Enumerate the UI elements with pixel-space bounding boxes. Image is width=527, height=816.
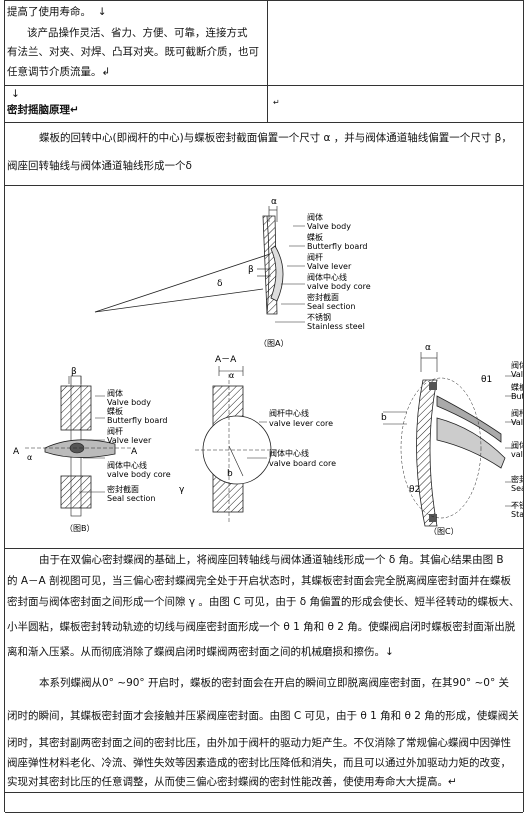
para2-line-1: 由于在双偏心密封蝶阀的基础上，将阀座回转轴线与阀体通道轴线形成一个 δ 角。其偏… bbox=[39, 554, 504, 566]
fig-a-core-en: valve body core bbox=[307, 282, 371, 291]
figure-b bbox=[25, 375, 133, 517]
fig-c-butterfly-cn: 蝶板 bbox=[511, 382, 523, 392]
intro-line-4: 任意调节介质流量。↲ bbox=[7, 66, 111, 78]
fig-c-butterfly-en: Butte bbox=[511, 392, 523, 401]
fig-a-lever-en: Valve lever bbox=[307, 262, 352, 271]
fig-a-seal-cn: 密封截面 bbox=[307, 292, 339, 302]
fig-aa-lever-core-en: valve lever core bbox=[269, 419, 333, 428]
fig-b-body-en: Valve body bbox=[107, 398, 151, 407]
fig-b-lever-cn: 阀杆 bbox=[107, 426, 123, 436]
para3-line-3: 闭时，其密封副两密封面之间的密封比压，由外加于阀杆的驱动力矩产生。不仅消除了常规… bbox=[7, 737, 511, 749]
fig-c-lever-en: Valve bbox=[511, 418, 523, 427]
fig-a-alpha: α bbox=[271, 197, 277, 207]
fig-b-a-right: A bbox=[131, 447, 138, 457]
fig-c-steel-en: Stai bbox=[511, 510, 523, 519]
para3-line-4: 阀座弹性材料老化、冷流、弹性失效等因素造成的密封比压降低和消失，而且可以通过外加… bbox=[7, 757, 511, 769]
table-border bbox=[5, 0, 523, 1]
fig-a-lever-cn: 阀杆 bbox=[307, 252, 323, 262]
fig-aa-b: b bbox=[227, 469, 233, 479]
section-mark: ↓ bbox=[11, 88, 20, 100]
fig-a-butterfly-en: Butterfly board bbox=[307, 242, 367, 251]
table-divider bbox=[267, 0, 268, 122]
para2-line-4: 小半圆粘，蝶板密封转动轨迹的切线与阀座密封面形成一个 θ 1 角和 θ 2 角。… bbox=[7, 621, 516, 633]
table-border bbox=[5, 122, 523, 123]
table-border bbox=[5, 812, 523, 813]
fig-b-lever-en: Valve lever bbox=[107, 436, 152, 445]
fig-b-body-cn: 阀体 bbox=[107, 388, 123, 398]
para2-line-2: 的 A－A 剖视图可见，当三偏心密封蝶阀完全处于开启状态时，其蝶板密封面会完全脱… bbox=[7, 575, 512, 587]
table-border bbox=[5, 792, 523, 793]
fig-c-alpha: α bbox=[425, 343, 431, 353]
fig-a-beta: β bbox=[248, 265, 254, 275]
para1-line-2: 阀座回转轴线与阀体通道轴线形成一个δ bbox=[7, 160, 192, 172]
fig-aa-board-core-cn: 阀体中心线 bbox=[269, 448, 309, 458]
para1-line-1: 蝶板的回转中心(即阀杆的中心)与蝶板密封截面偏置一个尺寸 α ，并与阀体通道轴线… bbox=[39, 132, 512, 144]
section-right-mark: ↵ bbox=[273, 98, 280, 107]
section-title: 密封摇脑原理↵ bbox=[7, 104, 79, 116]
document-page: 提高了使用寿命。 ↓ 该产品操作灵活、省力、方便、可靠，连接方式 有法兰、对夹、… bbox=[4, 0, 524, 813]
fig-c-lever-cn: 阀杆 bbox=[511, 408, 523, 418]
para3-line-5: 实现对其密封比压的任意调整，从而使三偏心密封蝶阀的密封性能改善，使使用寿命大大提… bbox=[7, 776, 457, 788]
figure-a bbox=[94, 206, 305, 323]
fig-a-steel-cn: 不锈钢 bbox=[307, 312, 331, 322]
fig-b-core-cn: 阀体中心线 bbox=[107, 460, 147, 470]
fig-b-alpha: α bbox=[27, 453, 32, 462]
figure-section-aa bbox=[195, 366, 279, 522]
fig-a-body-cn: 阀体 bbox=[307, 212, 323, 222]
para2-line-5: 离和渐入压紧。从而彻底消除了蝶阀启闭时蝶阀两密封面之间的机械磨损和擦伤。↓ bbox=[7, 646, 394, 658]
fig-c-b: b bbox=[381, 413, 387, 423]
figure-c bbox=[383, 352, 517, 527]
fig-a-delta: δ bbox=[217, 279, 223, 289]
fig-c-seal-en: Seal bbox=[511, 484, 523, 493]
fig-c-theta1: θ1 bbox=[481, 375, 492, 385]
fig-c-steel-cn: 不锈 bbox=[511, 500, 523, 510]
table-border bbox=[5, 548, 523, 549]
fig-aa-gamma: γ bbox=[179, 485, 185, 495]
fig-c-seal-cn: 密封 bbox=[511, 474, 523, 484]
fig-c-theta2: θ2 bbox=[409, 485, 420, 495]
fig-b-core-en: valve body core bbox=[107, 470, 171, 479]
para3-line-2: 闭时的瞬间，其蝶板密封面才会接触并压紧阀座密封面。由图 C 可见，由于 θ 1 … bbox=[7, 710, 519, 722]
fig-aa-title: A－A bbox=[215, 355, 237, 365]
fig-c-core-en: valve bbox=[511, 450, 523, 459]
table-border bbox=[5, 85, 523, 86]
fig-aa-lever-core-cn: 阀杆中心线 bbox=[269, 408, 309, 418]
fig-a-steel-en: Stainless steel bbox=[307, 322, 365, 331]
para3-line-1: 本系列蝶阀从0° ~90° 开启时，蝶板的密封面会在开启的瞬间立即脱离阀座密封面… bbox=[39, 677, 510, 689]
fig-c-core-cn: 阀体 bbox=[511, 440, 523, 450]
fig-b-butterfly-cn: 蝶板 bbox=[107, 406, 123, 416]
fig-b-butterfly-en: Butterfly board bbox=[107, 416, 167, 425]
fig-b-beta: β bbox=[71, 367, 77, 377]
fig-c-body-cn: 阀体 bbox=[511, 360, 523, 370]
fig-b-seal-en: Seal section bbox=[107, 494, 155, 503]
fig-a-body-en: Valve body bbox=[307, 222, 351, 231]
fig-a-seal-en: Seal section bbox=[307, 302, 355, 311]
fig-b-seal-cn: 密封截面 bbox=[107, 484, 139, 494]
fig-a-caption: （图A） bbox=[259, 339, 288, 348]
fig-aa-alpha: α bbox=[229, 371, 234, 380]
fig-a-butterfly-cn: 蝶板 bbox=[307, 232, 323, 242]
intro-line-1: 提高了使用寿命。 ↓ bbox=[7, 6, 107, 18]
fig-c-body-en: Valve bbox=[511, 370, 523, 379]
valve-diagram: α β δ 阀体 Valve body 蝶板 Butterfly board 阀… bbox=[13, 197, 523, 536]
fig-b-a-left: A bbox=[13, 447, 20, 457]
intro-line-3: 有法兰、对夹、对焊、凸耳对夹。既可截断介质，也可 bbox=[7, 46, 259, 58]
table-border bbox=[5, 185, 523, 186]
para2-line-3: 密封面与阀体密封面之间形成一个间隙 γ 。由图 C 可见，由于 δ 角偏置的形成… bbox=[7, 596, 520, 608]
fig-aa-board-core-en: valve board core bbox=[269, 459, 336, 468]
fig-b-caption: （图B） bbox=[65, 524, 95, 533]
fig-a-core-cn: 阀体中心线 bbox=[307, 272, 347, 282]
fig-c-caption: （图C） bbox=[429, 527, 459, 536]
intro-line-2: 该产品操作灵活、省力、方便、可靠，连接方式 bbox=[27, 27, 248, 39]
